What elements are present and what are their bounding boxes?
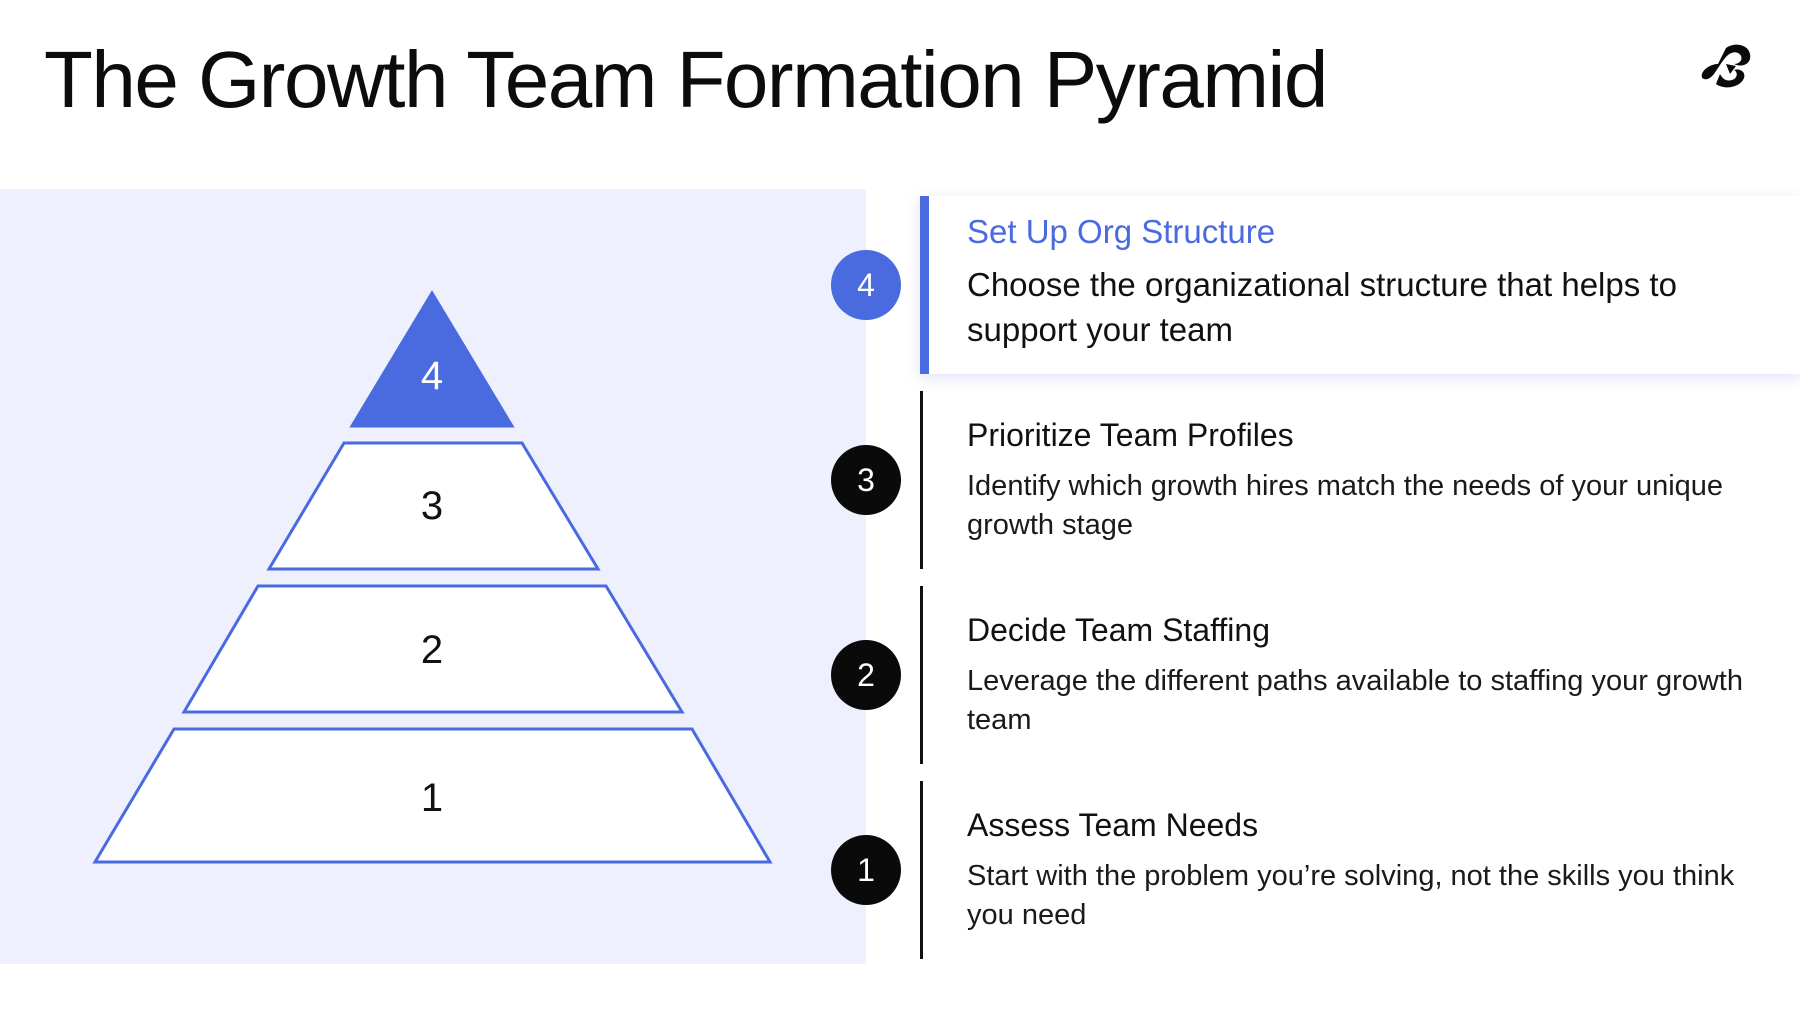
step-3-badge: 3	[831, 445, 901, 515]
step-1-divider	[920, 781, 923, 959]
step-2-badge: 2	[831, 640, 901, 710]
pyramid-level-3-label: 3	[421, 484, 443, 528]
step-1-card: Assess Team Needs Start with the problem…	[920, 781, 1800, 959]
step-1-description: Start with the problem you’re solving, n…	[967, 860, 1735, 931]
step-2-description: Leverage the different paths available t…	[967, 665, 1743, 736]
step-3-card: Prioritize Team Profiles Identify which …	[920, 391, 1800, 569]
pyramid-level-2	[181, 584, 685, 714]
pyramid-level-2-label: 2	[421, 628, 443, 672]
step-2-heading: Decide Team Staffing	[967, 612, 1270, 648]
step-2-divider	[920, 586, 923, 764]
step-3-divider	[920, 391, 923, 569]
pyramid-level-4	[349, 290, 515, 428]
step-1-text: Assess Team Needs Start with the problem…	[967, 805, 1780, 935]
step-1-badge: 1	[831, 835, 901, 905]
step-2-text: Decide Team Staffing Leverage the differ…	[967, 610, 1780, 740]
step-4-heading: Set Up Org Structure	[967, 213, 1276, 250]
step-4-text: Set Up Org Structure Choose the organiza…	[967, 212, 1780, 352]
pyramid-level-1	[92, 727, 773, 864]
brand-logo-icon	[1701, 44, 1751, 88]
step-1-heading: Assess Team Needs	[967, 807, 1259, 843]
step-3-text: Prioritize Team Profiles Identify which …	[967, 415, 1780, 545]
pyramid-level-4-label: 4	[421, 354, 443, 398]
page-title: The Growth Team Formation Pyramid	[44, 35, 1328, 124]
step-3-heading: Prioritize Team Profiles	[967, 417, 1294, 453]
pyramid-diagram: 4 3 2 1	[92, 290, 773, 864]
step-2-card: Decide Team Staffing Leverage the differ…	[920, 586, 1800, 764]
pyramid-level-1-label: 1	[421, 776, 443, 820]
step-3-description: Identify which growth hires match the ne…	[967, 470, 1724, 541]
step-4-description: Choose the organizational structure that…	[967, 266, 1677, 348]
step-4-card: Set Up Org Structure Choose the organiza…	[920, 196, 1800, 374]
step-4-badge: 4	[831, 250, 901, 320]
pyramid-level-3	[266, 441, 601, 571]
step-4-accent-bar	[920, 196, 929, 374]
